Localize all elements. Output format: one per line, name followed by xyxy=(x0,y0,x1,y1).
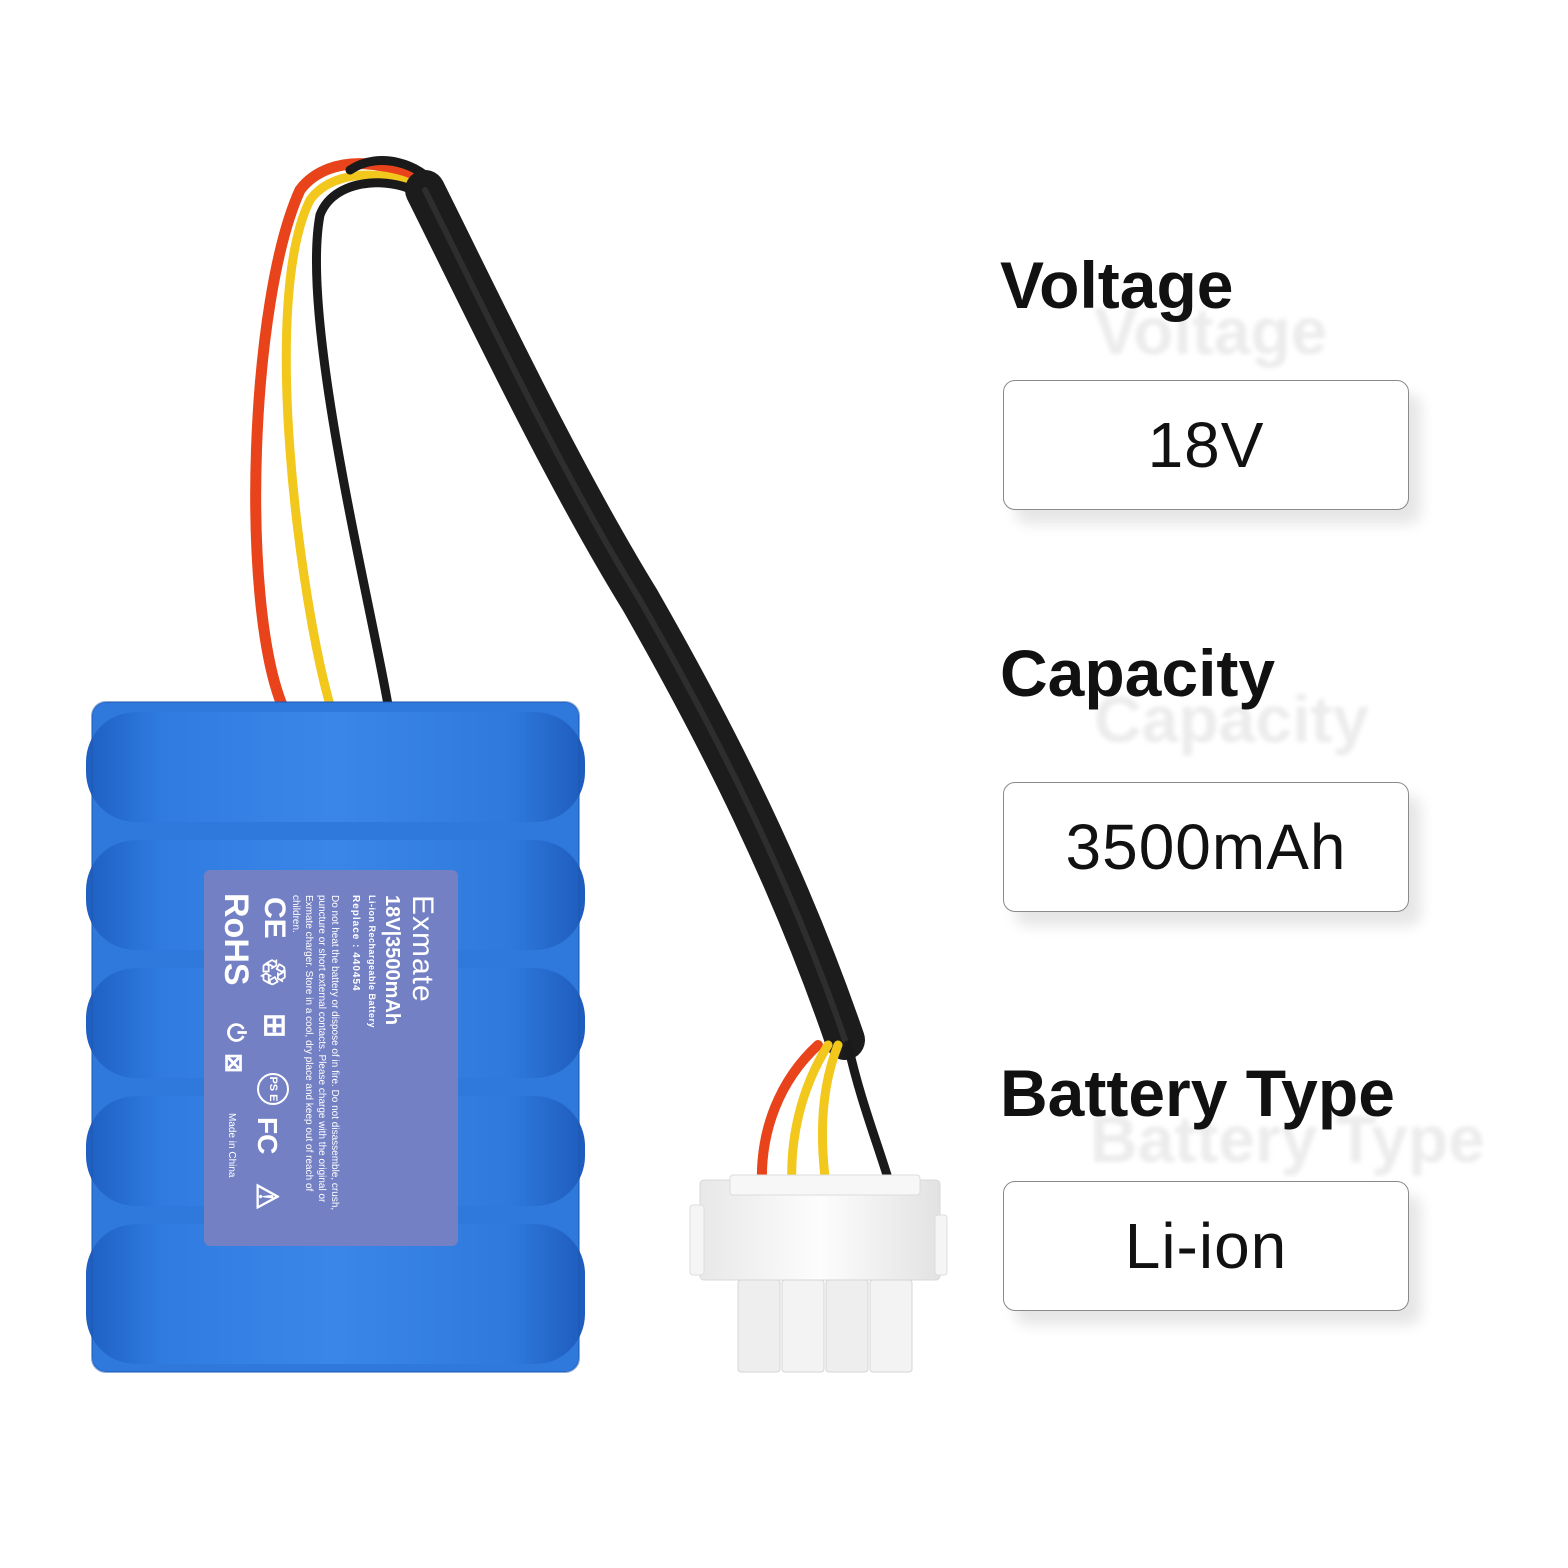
label-warning-text: Do not heat the battery or dispose of in… xyxy=(290,895,340,1211)
recycle-icon: ♲ xyxy=(253,957,291,988)
label-battery-type: Li-ion Rechargeable Battery xyxy=(367,895,377,1029)
capacity-heading: Capacity xyxy=(1000,636,1276,710)
capacity-heading-shadow: Capacity xyxy=(1094,682,1370,756)
label-rating: 18V|3500mAh xyxy=(381,895,403,1026)
label-made-in: Made in China xyxy=(226,1113,237,1178)
fc-mark: FC xyxy=(252,1117,283,1155)
capacity-value: 3500mAh xyxy=(1065,811,1347,883)
warning-triangle-icon: ⚠ xyxy=(250,1183,283,1210)
battery-label: Exmate 18V|3500mAh Li-ion Rechargeable B… xyxy=(204,870,458,1246)
rohs-mark: RoHS xyxy=(217,893,255,986)
ce-mark: CE xyxy=(258,897,291,939)
voltage-heading-shadow: Voltage xyxy=(1094,294,1328,368)
capacity-value-box: 3500mAh xyxy=(1003,782,1409,912)
pse-mark: PS E xyxy=(257,1073,289,1105)
battery-label-content: Exmate 18V|3500mAh Li-ion Rechargeable B… xyxy=(213,883,449,1233)
battery-product-image xyxy=(86,156,948,1373)
voltage-value-box: 18V xyxy=(1003,380,1409,510)
battery-type-value: Li-ion xyxy=(1124,1210,1288,1282)
plug-icon: ⏻ xyxy=(222,1023,249,1042)
label-replace: Replace : 440454 xyxy=(350,895,361,992)
voltage-heading: Voltage xyxy=(1000,248,1234,322)
china-rohs-icon: ⊞ xyxy=(258,1013,291,1039)
crossed-bin-icon: ⊠ xyxy=(220,1053,247,1074)
battery-wires xyxy=(250,156,440,711)
connector-wires xyxy=(756,1040,895,1190)
white-connector xyxy=(689,1174,948,1373)
battery-type-value-box: Li-ion xyxy=(1003,1181,1409,1311)
battery-type-heading-shadow: Battery Type xyxy=(1090,1102,1485,1176)
battery-type-heading: Battery Type xyxy=(1000,1056,1395,1130)
voltage-value: 18V xyxy=(1147,409,1265,481)
label-brand: Exmate xyxy=(406,895,439,1003)
